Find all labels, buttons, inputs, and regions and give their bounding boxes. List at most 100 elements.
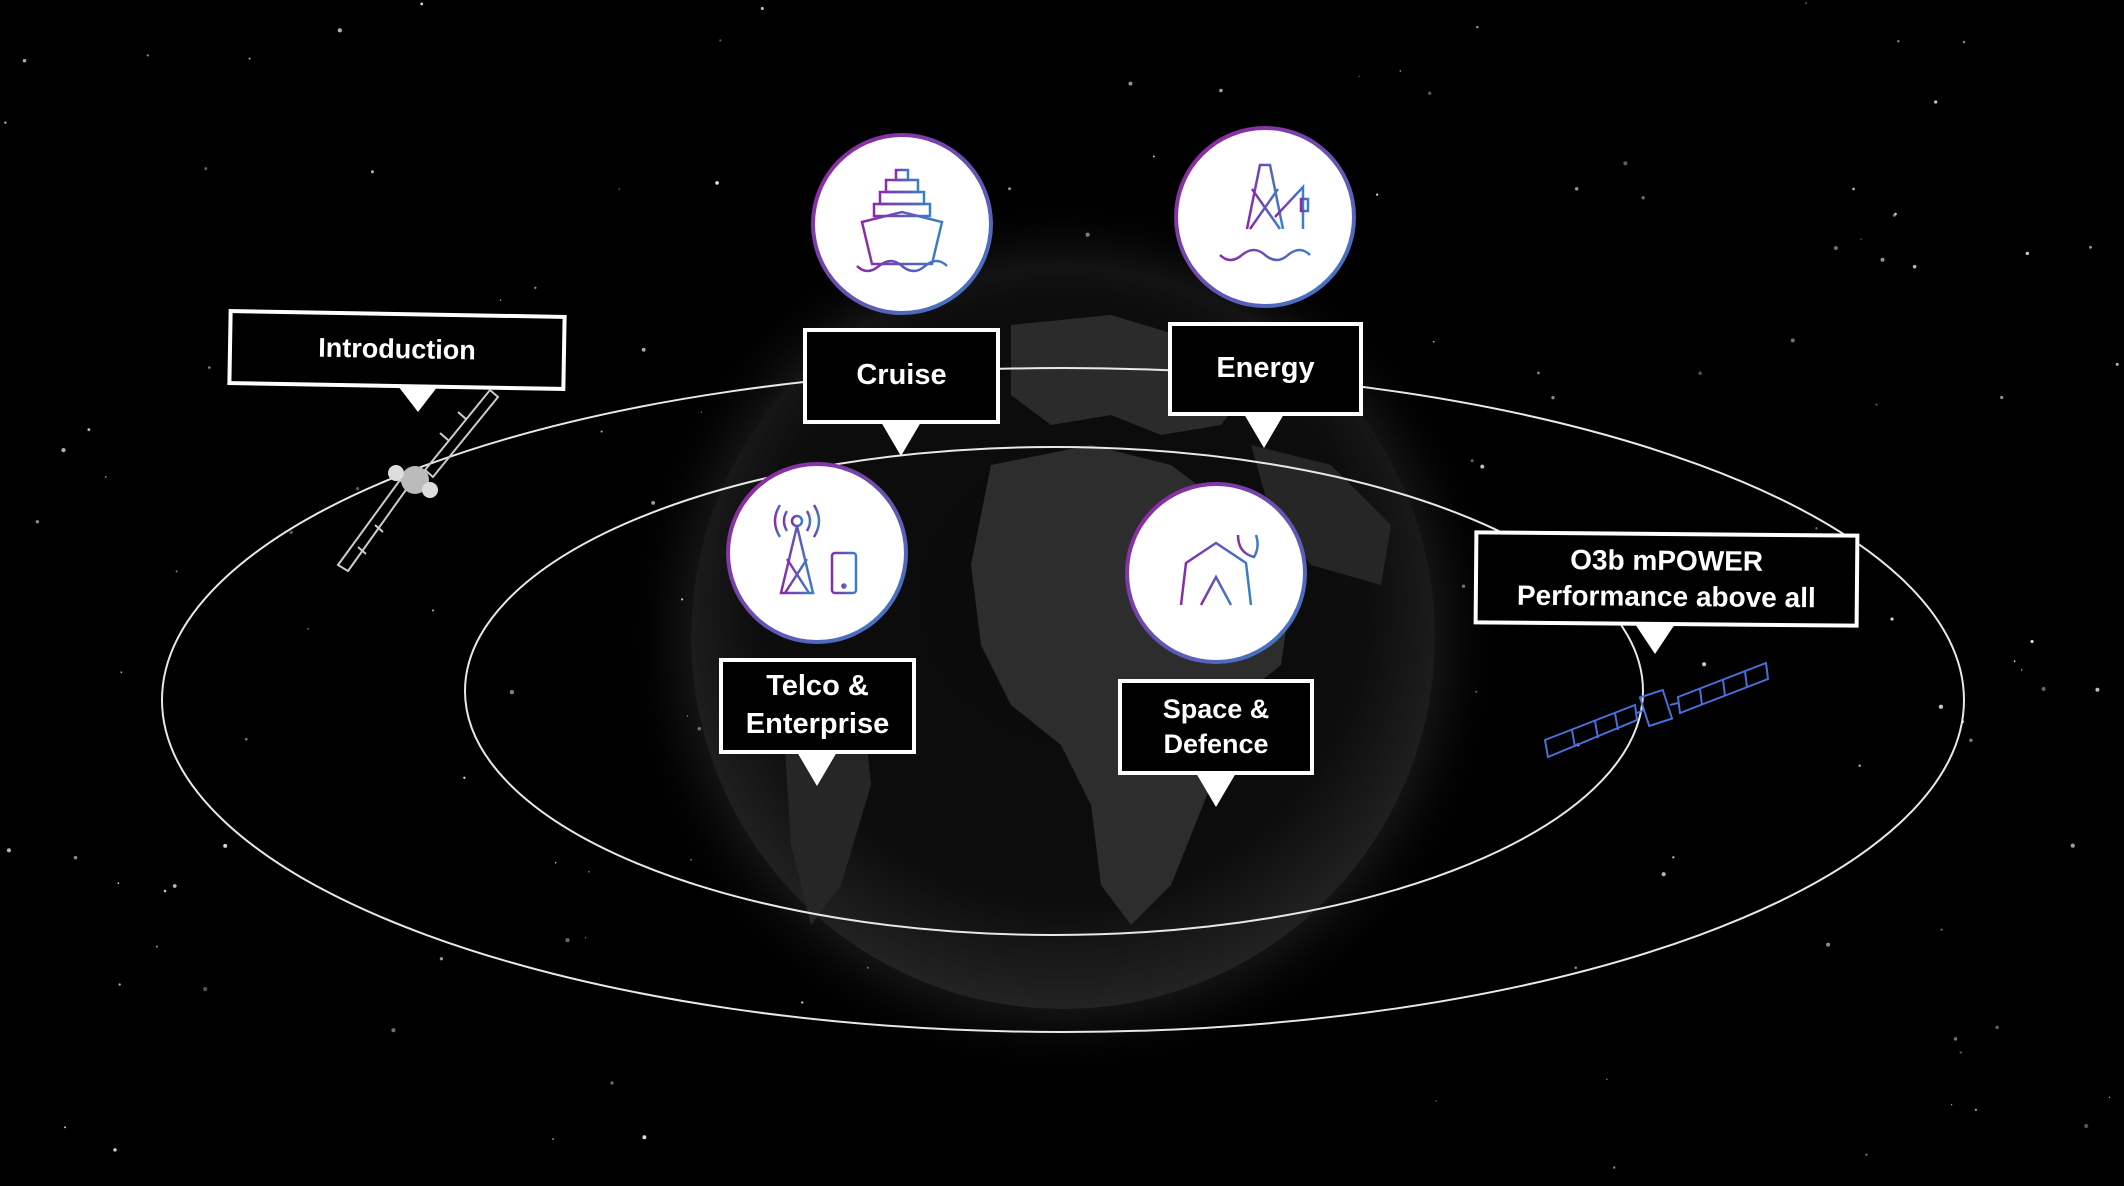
star — [1623, 161, 1628, 166]
star — [1969, 738, 1973, 743]
cruise-pointer — [881, 422, 921, 456]
cruise-button[interactable]: Cruise — [803, 328, 1000, 424]
star — [1880, 257, 1885, 262]
star — [1962, 40, 1966, 44]
space-defence-button[interactable]: Space &Defence — [1118, 679, 1314, 775]
telco-label-line1: Telco & — [766, 670, 869, 703]
star — [509, 690, 515, 695]
telco-pointer — [797, 752, 837, 786]
star — [1950, 1104, 1953, 1106]
star — [118, 983, 121, 986]
star — [565, 937, 570, 943]
star — [355, 487, 360, 491]
energy-pointer — [1244, 414, 1284, 448]
star — [2089, 245, 2092, 249]
star — [1358, 75, 1360, 77]
star — [172, 884, 177, 888]
star — [463, 776, 466, 779]
star — [1606, 1078, 1608, 1081]
star — [2070, 843, 2075, 848]
star — [1897, 40, 1900, 43]
inner-orbit — [464, 446, 1644, 936]
oil-rig-icon — [1219, 163, 1311, 262]
o3b-pointer — [1635, 624, 1675, 654]
introduction-button[interactable]: Introduction — [227, 309, 567, 391]
star — [113, 1148, 117, 1152]
telco-icon-circle[interactable] — [726, 462, 908, 644]
star — [534, 286, 537, 289]
star — [2030, 639, 2034, 644]
star — [73, 855, 78, 860]
star — [2095, 687, 2100, 692]
star — [1938, 704, 1944, 709]
star — [307, 628, 309, 630]
star — [1376, 193, 1379, 196]
telco-button[interactable]: Telco & Enterprise — [719, 658, 916, 754]
star — [552, 1138, 554, 1140]
star — [146, 54, 149, 57]
telco-label-line2: Enterprise — [745, 708, 890, 740]
star — [117, 882, 120, 885]
star — [1399, 70, 1402, 72]
o3b-satellite-icon — [1543, 661, 1770, 759]
star — [697, 727, 702, 731]
star — [641, 347, 646, 352]
star — [1152, 155, 1155, 158]
star — [700, 411, 703, 413]
star — [1890, 617, 1894, 621]
star — [681, 598, 684, 601]
star — [2108, 1096, 2111, 1098]
star — [1551, 396, 1555, 400]
space-defence-pointer — [1196, 773, 1236, 807]
star — [61, 447, 66, 453]
star — [1476, 25, 1479, 29]
energy-button[interactable]: Energy — [1168, 322, 1363, 416]
energy-icon-circle[interactable] — [1174, 126, 1356, 308]
star — [35, 520, 39, 524]
star — [248, 57, 251, 60]
space-defence-icon-circle[interactable] — [1125, 482, 1307, 664]
star — [588, 871, 590, 873]
energy-label: Energy — [1216, 352, 1315, 385]
star — [2013, 660, 2016, 663]
star — [2084, 1123, 2089, 1129]
star — [1858, 764, 1861, 767]
star — [1953, 1037, 1958, 1041]
star — [2020, 669, 2023, 671]
star — [244, 737, 248, 741]
star — [64, 1126, 67, 1129]
star — [554, 862, 557, 864]
star — [801, 1001, 804, 1004]
star — [1826, 942, 1831, 947]
cell-tower-phone-icon — [773, 504, 858, 595]
star — [1574, 187, 1579, 191]
star — [391, 1028, 396, 1033]
star — [163, 889, 167, 893]
star — [584, 937, 587, 939]
star — [87, 428, 91, 432]
star — [1815, 527, 1818, 530]
star — [760, 6, 764, 10]
star — [1940, 928, 1943, 931]
star — [1894, 212, 1897, 216]
star — [690, 858, 692, 861]
star — [1432, 340, 1435, 343]
star — [1959, 1051, 1962, 1054]
o3b-label-line1: O3b mPOWER — [1570, 543, 1764, 577]
cruise-icon-circle[interactable] — [811, 133, 993, 315]
star — [223, 843, 228, 848]
star — [1698, 371, 1702, 375]
star — [610, 1081, 614, 1085]
star — [1612, 1166, 1616, 1169]
star — [1702, 662, 1707, 667]
star — [1661, 872, 1666, 877]
satellite-icon — [336, 388, 500, 573]
star — [2000, 395, 2004, 400]
star — [1865, 1153, 1868, 1156]
star — [2115, 362, 2119, 366]
introduction-pointer — [398, 386, 438, 412]
introduction-label: Introduction — [318, 333, 476, 366]
star — [439, 957, 444, 961]
